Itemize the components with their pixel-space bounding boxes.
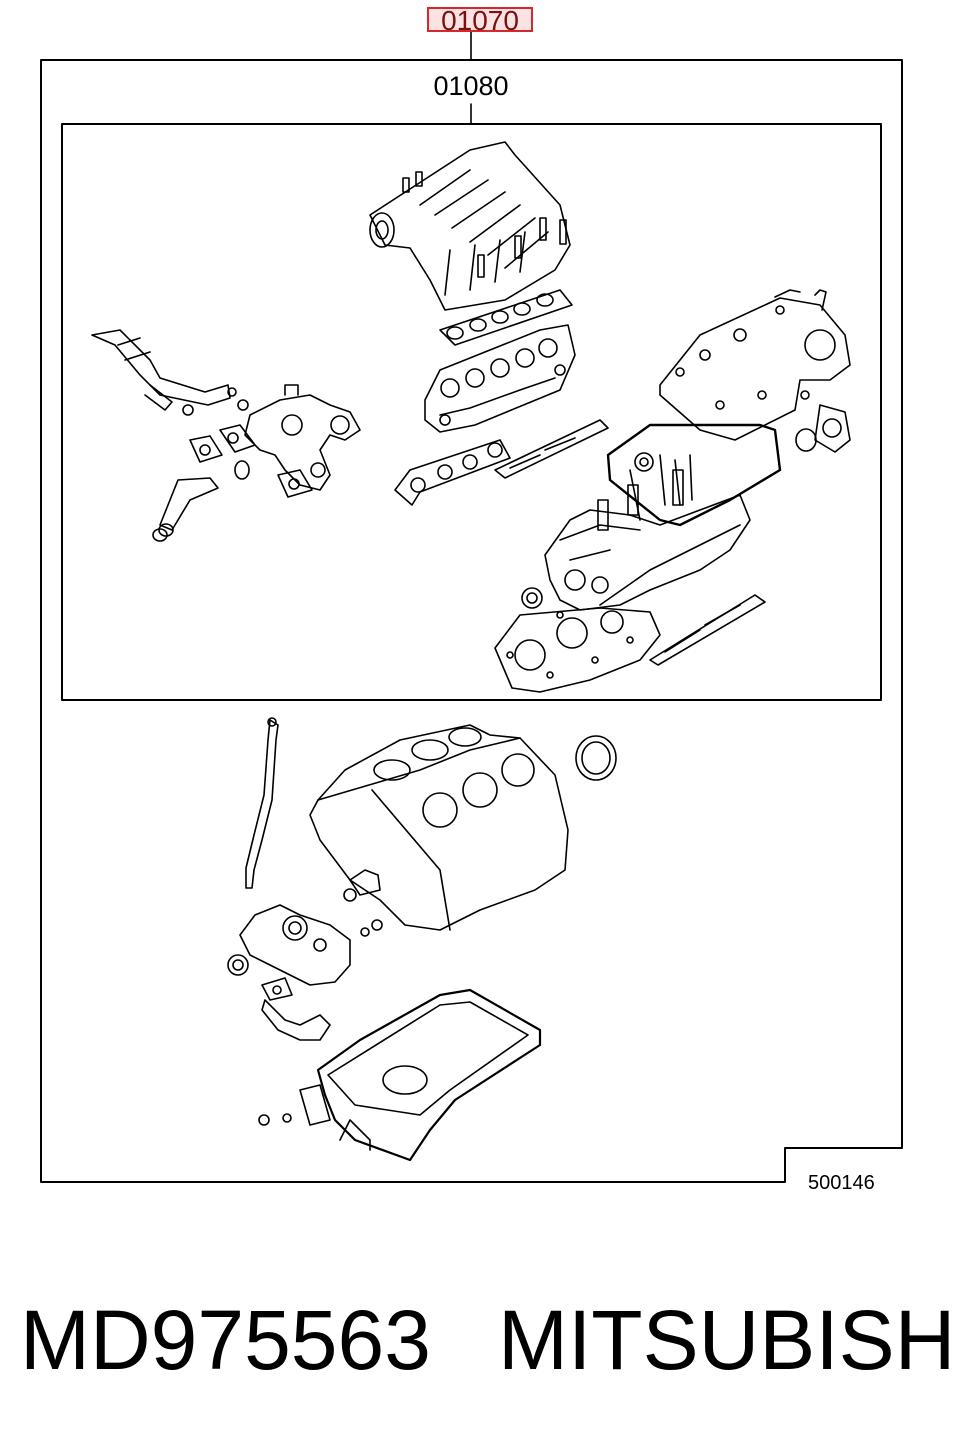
diagram-reference-number: 500146 <box>808 1172 875 1194</box>
gasket-set-frame <box>62 124 881 700</box>
water-pipe-drawing <box>92 330 236 415</box>
outer-frame <box>41 60 902 1182</box>
intake-manifold-drawing <box>370 142 570 310</box>
cylinder-head-drawing <box>522 495 750 610</box>
thermostat-housing-drawing <box>153 385 360 541</box>
assembly-callout: 01070 <box>427 7 533 35</box>
brand-name: MITSUBISHI <box>498 1293 960 1387</box>
assembly-callout-label: 01070 <box>441 5 519 36</box>
timing-cover-gasket-drawing <box>660 290 850 452</box>
part-number: MD975563 <box>20 1293 431 1387</box>
intake-gasket-drawing <box>440 290 572 345</box>
engine-block-drawing <box>310 725 616 936</box>
part-caption: MD975563 MITSUBISHI <box>20 1290 960 1390</box>
dipstick-tube-drawing <box>246 718 278 888</box>
oil-pump-drawing <box>228 905 350 1125</box>
exhaust-gasket-drawing <box>395 420 608 505</box>
rocker-cover-gasket-drawing <box>598 425 780 530</box>
head-gasket-drawing <box>495 595 765 692</box>
lower-intake-manifold-drawing <box>425 325 575 432</box>
oil-pan-drawing <box>300 990 540 1160</box>
subassembly-callout: 01080 <box>433 71 509 101</box>
